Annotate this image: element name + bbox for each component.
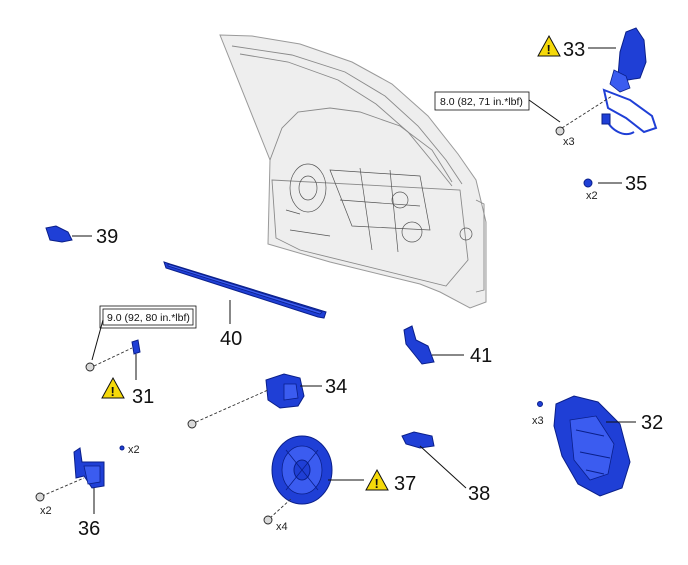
callout-37: 37 <box>394 473 416 495</box>
qty-32: x3 <box>532 415 544 427</box>
part-38-bracket: 38 <box>401 431 490 505</box>
callout-36: 36 <box>78 518 100 540</box>
part-31-bracket: 9.0 (92, 80 in.*lbf) ! 31 <box>85 305 197 408</box>
warning-icon: ! <box>537 34 561 57</box>
callout-38: 38 <box>468 483 490 505</box>
part-36-bracket: x2 x2 36 <box>35 444 140 540</box>
callout-33: 33 <box>563 39 585 61</box>
part-34-speaker: 34 <box>187 373 347 429</box>
part-35-clip: 35 x2 <box>583 173 647 202</box>
callout-41: 41 <box>470 345 492 367</box>
svg-text:!: ! <box>111 384 115 399</box>
callout-40: 40 <box>220 328 242 350</box>
part-39-cover: 39 <box>45 225 118 248</box>
part-40-belt-moulding: 40 <box>163 261 327 350</box>
svg-text:!: ! <box>375 476 379 491</box>
callout-32: 32 <box>641 412 663 434</box>
warning-icon: ! <box>101 376 125 399</box>
qty-36b: x2 <box>40 505 52 517</box>
part-32-panel: x3 32 <box>532 395 663 497</box>
svg-text:!: ! <box>547 42 551 57</box>
warning-icon: ! <box>365 468 389 491</box>
callout-39: 39 <box>96 226 118 248</box>
torque-31: 9.0 (92, 80 in.*lbf) <box>107 312 190 324</box>
qty-33: x3 <box>563 136 575 148</box>
qty-37: x4 <box>276 521 288 533</box>
torque-33: 8.0 (82, 71 in.*lbf) <box>440 96 523 108</box>
part-37-door-speaker: ! 37 x4 <box>263 435 416 533</box>
part-33-outside-mirror: 33 ! x3 8.0 (82, 71 in.*lbf) <box>434 27 658 148</box>
qty-35: x2 <box>586 190 598 202</box>
part-41-bracket: 41 <box>403 325 492 367</box>
qty-36a: x2 <box>128 444 140 456</box>
callout-34: 34 <box>325 376 347 398</box>
callout-31: 31 <box>132 386 154 408</box>
callout-35: 35 <box>625 173 647 195</box>
door-panel <box>219 34 487 309</box>
